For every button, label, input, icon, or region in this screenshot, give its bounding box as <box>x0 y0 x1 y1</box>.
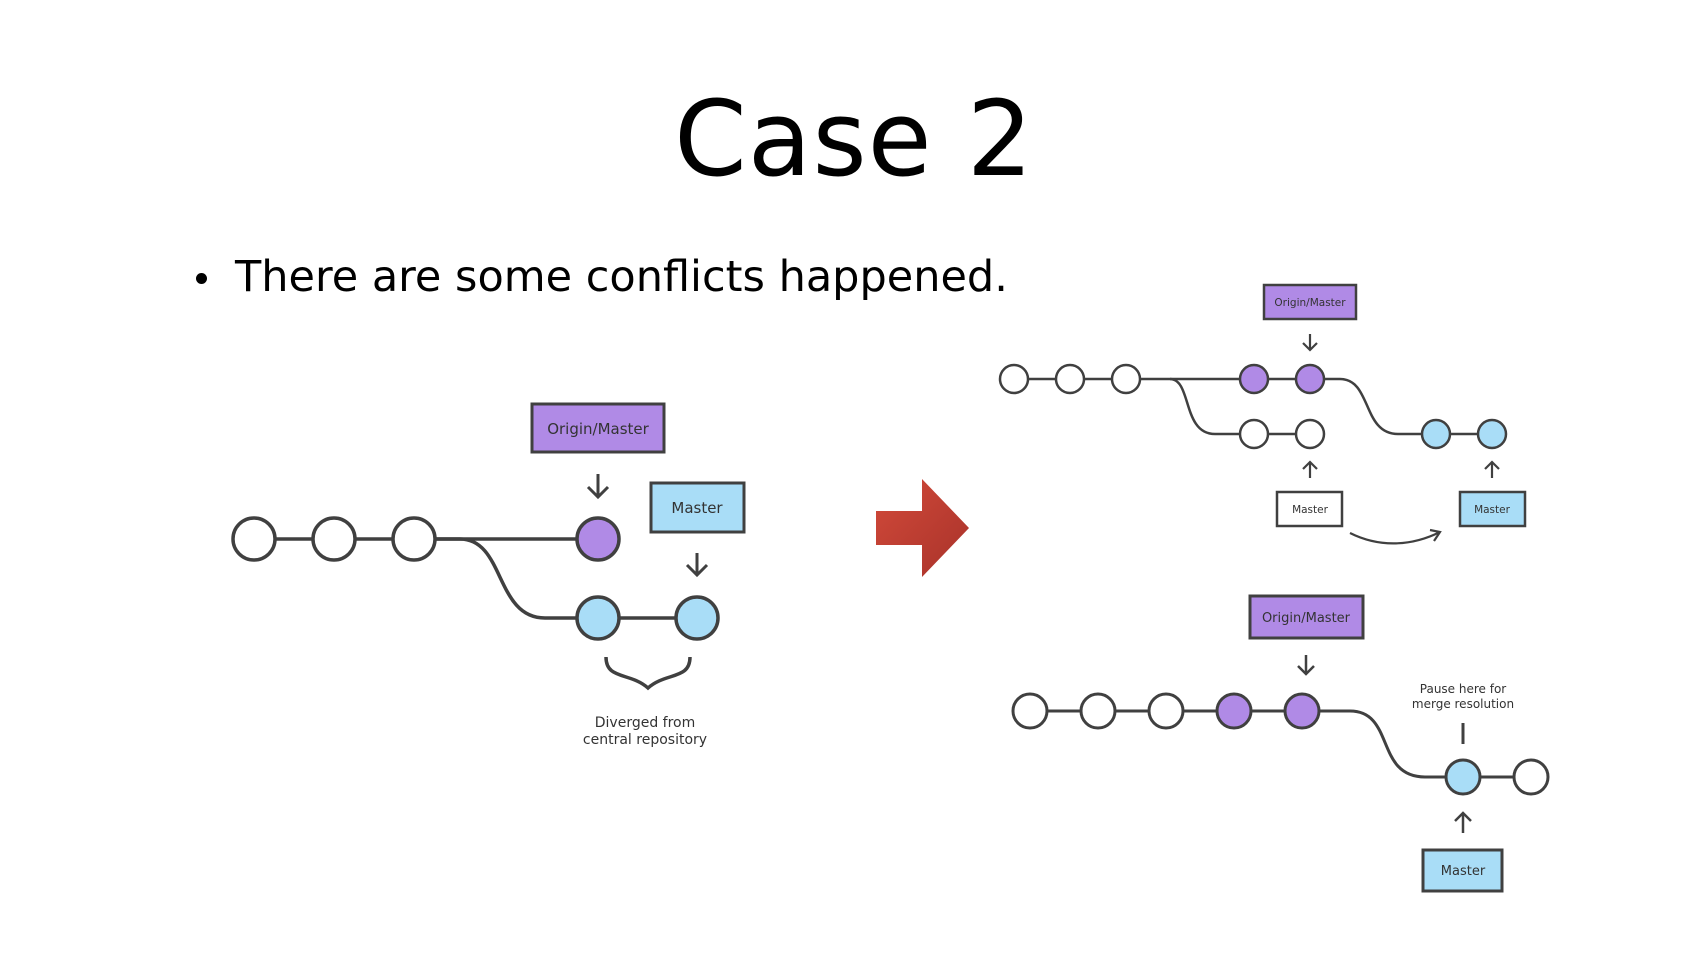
pause-annotation-line2: merge resolution <box>1412 697 1514 711</box>
rebase-curve <box>1324 377 1422 436</box>
branch-curve <box>1169 377 1240 436</box>
move-arrow-icon <box>1349 528 1442 545</box>
slide-title: Case 2 <box>674 78 1034 200</box>
master-old-label: Master <box>1292 504 1329 516</box>
commit-node <box>1110 363 1142 395</box>
master-new-label: Master <box>1474 504 1511 516</box>
bullet-text: There are some conflicts happened. <box>235 252 1008 302</box>
commit-node-local <box>575 595 621 641</box>
down-arrow-icon <box>1297 655 1315 676</box>
down-arrow-icon <box>685 553 709 578</box>
branch-curve <box>433 537 578 620</box>
master-label: Master <box>671 499 723 517</box>
commit-node <box>391 516 437 562</box>
origin-master-tag <box>1262 283 1358 321</box>
origin-master-label: Origin/Master <box>1274 297 1346 309</box>
origin-master-label: Origin/Master <box>1262 611 1351 626</box>
master-old-tag <box>1275 490 1344 528</box>
commit-node <box>1147 692 1185 730</box>
commit-node-old-local <box>1294 418 1326 450</box>
master-tag <box>649 481 746 534</box>
commit-node-rebased <box>1420 418 1452 450</box>
commit-node-paused <box>1444 758 1482 796</box>
commit-node-remote <box>1283 692 1321 730</box>
commit-node <box>1011 692 1049 730</box>
pause-annotation-line1: Pause here for <box>1420 682 1507 696</box>
commit-node-remote <box>1294 363 1326 395</box>
rebase-curve <box>1320 709 1445 779</box>
commit-node-local <box>674 595 720 641</box>
commit-node <box>311 516 357 562</box>
commit-node-rebased <box>1476 418 1508 450</box>
commit-node <box>231 516 277 562</box>
master-tag <box>1421 848 1504 893</box>
up-arrow-icon <box>1454 811 1472 833</box>
master-new-tag <box>1458 490 1527 528</box>
commit-node-remote <box>575 516 621 562</box>
commit-node <box>1079 692 1117 730</box>
diverged-annotation-line1: Diverged from <box>595 715 696 731</box>
up-arrow-icon <box>1302 460 1318 478</box>
bullet-dot-icon <box>196 272 207 284</box>
origin-master-tag <box>530 402 666 454</box>
commit-node-old-local <box>1238 418 1270 450</box>
right-arrow-icon <box>876 479 969 577</box>
bullet-item: There are some conflicts happened. <box>196 252 1008 302</box>
diverged-annotation-line2: central repository <box>583 732 707 748</box>
up-arrow-icon <box>1484 460 1500 478</box>
commit-node-remote <box>1215 692 1253 730</box>
down-arrow-icon <box>586 474 610 500</box>
commit-node-remote <box>1238 363 1270 395</box>
commit-node-pending <box>1512 758 1550 796</box>
master-label: Master <box>1441 864 1486 879</box>
right-bottom-diagram: Origin/Master Pause here for merge resol… <box>1011 594 1550 893</box>
commit-node <box>998 363 1030 395</box>
origin-master-tag <box>1248 594 1365 640</box>
commit-node <box>1054 363 1086 395</box>
right-top-diagram: Origin/Master Master Master <box>998 283 1527 545</box>
brace-icon <box>604 656 692 691</box>
origin-master-label: Origin/Master <box>547 420 649 438</box>
left-diagram: Origin/Master Master Diverged from centr… <box>231 402 746 748</box>
down-arrow-icon <box>1302 334 1318 352</box>
